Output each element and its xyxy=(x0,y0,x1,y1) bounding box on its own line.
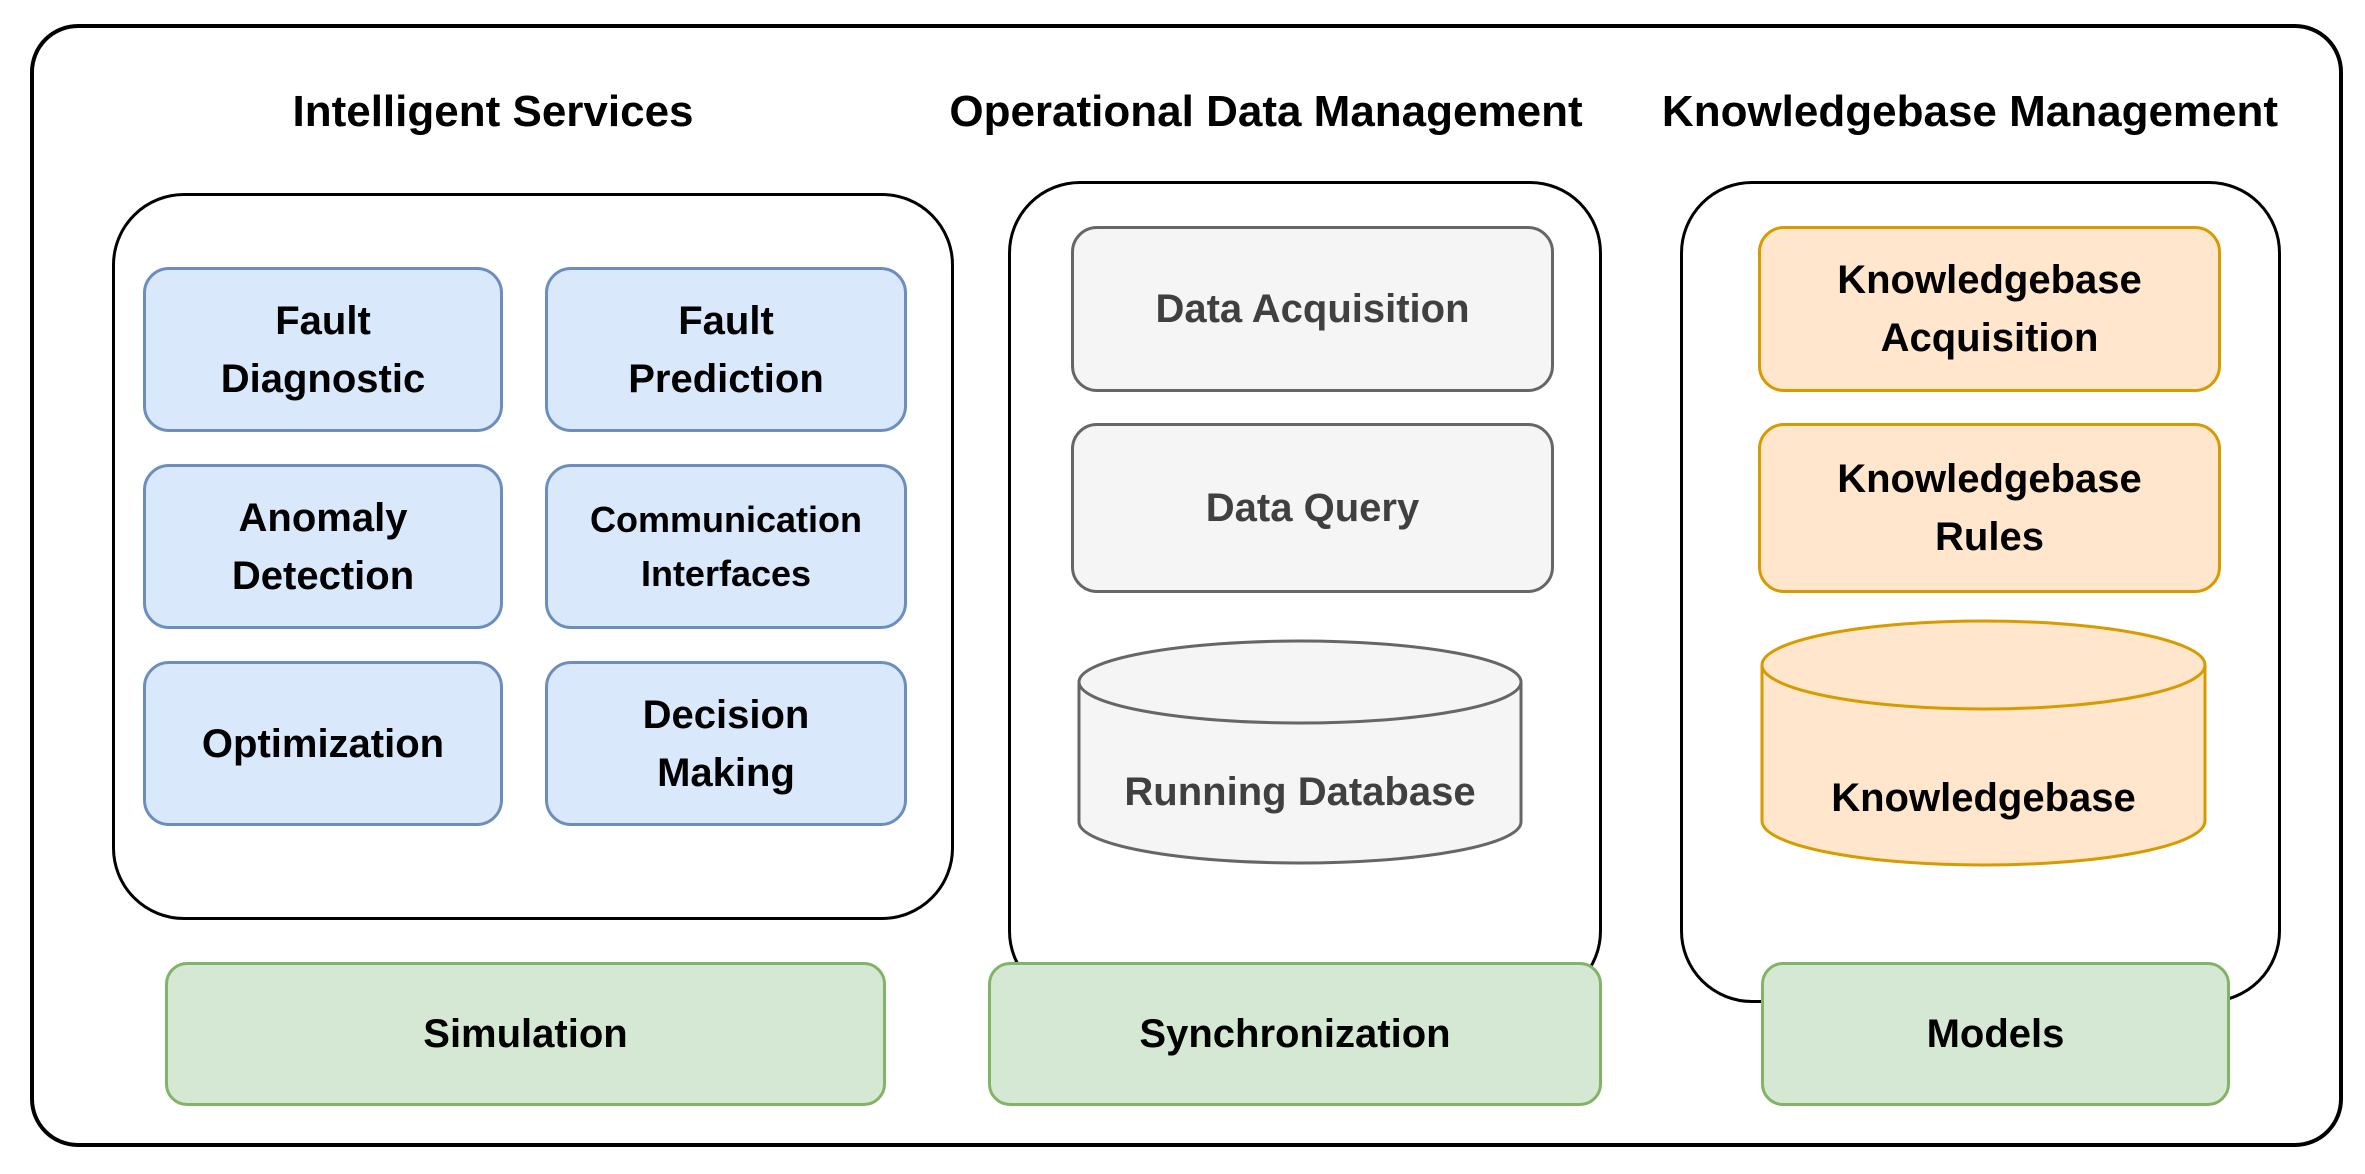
box-synchronization: Synchronization xyxy=(988,962,1602,1106)
cylinder-knowledgebase-label: Knowledgebase xyxy=(1831,776,2136,820)
box-fault-diagnostic: Fault Diagnostic xyxy=(143,267,503,432)
cylinder-running-database: Running Database xyxy=(1076,638,1524,866)
title-operational-data-management: Operational Data Management xyxy=(949,87,1583,136)
title-intelligent-services: Intelligent Services xyxy=(292,87,694,136)
box-decision-making: Decision Making xyxy=(545,661,907,826)
box-knowledgebase-acquisition: Knowledgebase Acquisition xyxy=(1758,226,2221,392)
box-simulation: Simulation xyxy=(165,962,886,1106)
cylinder-running-database-label: Running Database xyxy=(1124,770,1476,814)
title-knowledgebase-management: Knowledgebase Management xyxy=(1661,87,2279,136)
box-anomaly-detection: Anomaly Detection xyxy=(143,464,503,629)
box-communication-interfaces: Communication Interfaces xyxy=(545,464,907,629)
database-cylinder-shape xyxy=(1077,639,1523,865)
box-data-query: Data Query xyxy=(1071,423,1554,593)
cylinder-knowledgebase: Knowledgebase xyxy=(1759,618,2208,868)
outer-frame xyxy=(30,24,2343,1147)
box-fault-prediction: Fault Prediction xyxy=(545,267,907,432)
box-optimization: Optimization xyxy=(143,661,503,826)
box-models: Models xyxy=(1761,962,2230,1106)
box-data-acquisition: Data Acquisition xyxy=(1071,226,1554,392)
knowledgebase-cylinder-shape xyxy=(1760,619,2207,867)
box-knowledgebase-rules: Knowledgebase Rules xyxy=(1758,423,2221,593)
